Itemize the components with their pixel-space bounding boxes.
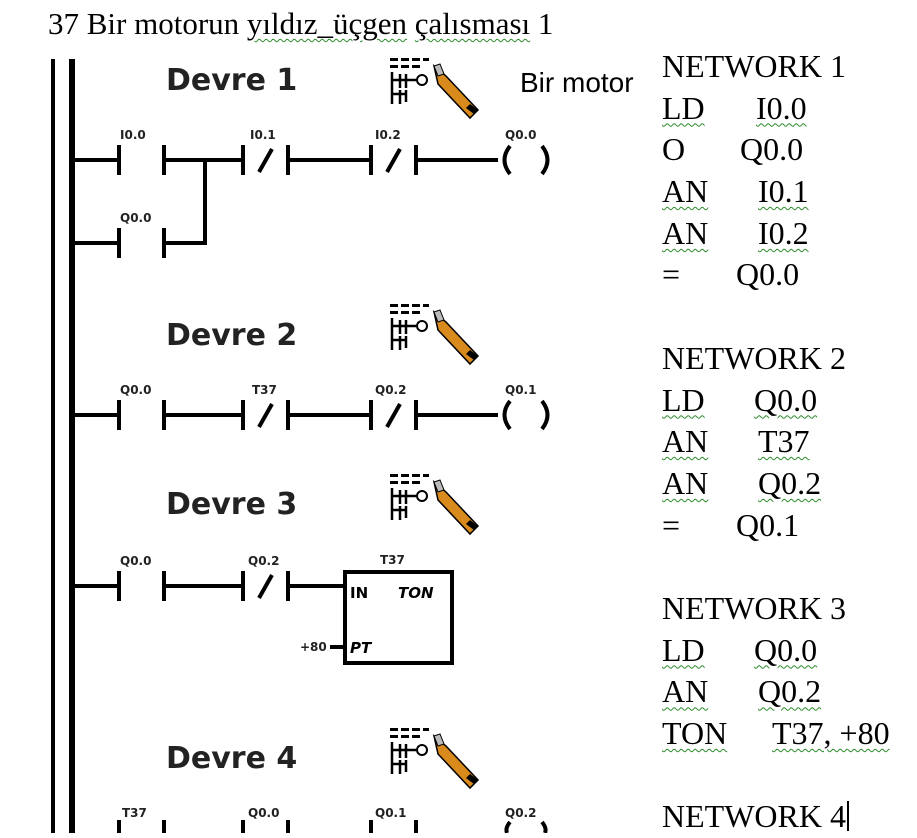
n2-contact-T37-nc (241, 400, 290, 430)
title-tail: 1 (530, 6, 554, 41)
stl-line: LD Q0.0 (662, 630, 917, 672)
network-1-label: Devre 1 (166, 63, 297, 98)
timer-in-label: IN (350, 584, 368, 602)
n1-contact-I0.0 (117, 145, 166, 175)
stl-operand: Q0.0 (754, 631, 818, 668)
stl-op: LD (662, 381, 705, 418)
edit-network-2-icon[interactable] (390, 304, 480, 366)
stl-network-1-header: NETWORK 1 (662, 48, 846, 84)
stl-op: AN (662, 423, 709, 460)
title-word-star-delta: yıldız_üçgen (246, 6, 408, 41)
stl-op: AN (662, 673, 709, 710)
n2-contact-Q0.2-nc (369, 400, 418, 430)
title-text: Bir motorun (86, 6, 247, 41)
stl-line: AN Q0.2 (662, 671, 917, 713)
network-2-label: Devre 2 (166, 318, 297, 353)
stl-operand: Q0.1 (736, 506, 800, 543)
n2-contact-Q0.0 (117, 400, 166, 430)
stl-spacer (662, 755, 917, 797)
n1-contact-I0.1-nc (241, 145, 290, 175)
timer-preset-value: +80 (300, 640, 327, 654)
stl-network-4-header-row[interactable]: NETWORK 4 (662, 796, 917, 838)
stl-op: = (662, 256, 681, 293)
n1-branch-contact-Q0.0 (117, 228, 166, 258)
stl-op: LD (662, 631, 705, 668)
stl-operand: I0.0 (756, 89, 807, 126)
n3-contact-2-address: Q0.2 (248, 554, 279, 568)
stl-line: AN Q0.2 (662, 463, 917, 505)
n3-contact-Q0.2-nc (241, 571, 290, 601)
edit-network-4-icon[interactable] (390, 728, 480, 790)
stl-line: LD Q0.0 (662, 380, 917, 422)
stl-line: TON T37, +80 (662, 713, 917, 755)
n4-contact-3-address: Q0.1 (375, 806, 406, 820)
power-rail-outer (51, 59, 55, 833)
stl-op: AN (662, 464, 709, 501)
n1-contact-I0.2-nc (369, 145, 418, 175)
stl-operand: Q0.2 (758, 673, 822, 710)
title-word-operation: çalısması (414, 6, 531, 41)
network-4-label: Devre 4 (166, 741, 297, 776)
n3-timer-address: T37 (380, 553, 405, 567)
stl-network-4-header: NETWORK 4 (662, 798, 846, 835)
edit-network-1-icon[interactable] (390, 58, 480, 120)
timer-type-label: TON (398, 584, 434, 602)
stl-operand: Q0.0 (740, 131, 804, 168)
stl-spacer (662, 296, 917, 338)
n4-contact-2-address: Q0.0 (248, 806, 279, 820)
stl-op: TON (662, 715, 728, 751)
n1-coil-Q0.0 (502, 144, 550, 176)
n2-contact-3-address: Q0.2 (375, 383, 406, 397)
n1-coil-address: Q0.0 (505, 128, 536, 142)
edit-network-3-icon[interactable] (390, 474, 480, 536)
stl-line: = Q0.1 (662, 505, 917, 547)
stl-spacer (662, 546, 917, 588)
stl-operand: I0.2 (758, 214, 809, 251)
n4-coil-address: Q0.2 (505, 806, 536, 820)
stl-listing: NETWORK 1 LD I0.0 O Q0.0 AN I0.1 AN I0.2 = Q0… (662, 46, 917, 838)
network-4-partial (117, 820, 548, 833)
stl-line: O Q0.0 (662, 129, 917, 171)
stl-network-2-header: NETWORK 2 (662, 339, 846, 376)
n3-timer-box: IN TON PT (343, 570, 454, 665)
n1-contact-3-address: I0.2 (375, 128, 401, 142)
stl-op: LD (662, 89, 705, 126)
power-rail-inner (69, 59, 75, 833)
stl-operand: T37 (758, 423, 810, 460)
n2-contact-1-address: Q0.0 (120, 383, 151, 397)
title-number: 37 (48, 6, 79, 41)
timer-pt-label: PT (350, 639, 373, 657)
text-cursor (846, 801, 849, 832)
stl-op: O (662, 131, 686, 168)
stl-operand: I0.1 (758, 173, 809, 210)
stl-operand: Q0.2 (758, 464, 822, 501)
n2-coil-Q0.1 (502, 399, 550, 431)
n1-contact-2-address: I0.1 (250, 128, 276, 142)
stl-line: AN T37 (662, 421, 917, 463)
stl-operand: T37, +80 (772, 715, 890, 751)
stl-op: AN (662, 214, 709, 251)
n2-contact-2-address: T37 (252, 383, 277, 397)
network-1-comment: Bir motor (520, 67, 634, 98)
stl-line: AN I0.1 (662, 171, 917, 213)
stl-line: = Q0.0 (662, 254, 917, 296)
n1-branch-address: Q0.0 (120, 211, 151, 225)
page-title: 37 Bir motorun yıldız_üçgen çalısması 1 (48, 4, 553, 44)
n3-contact-1-address: Q0.0 (120, 554, 151, 568)
stl-line: LD I0.0 (662, 88, 917, 130)
stl-operand: Q0.0 (754, 381, 818, 418)
network-1-wires (75, 158, 498, 245)
stl-op: AN (662, 173, 709, 210)
network-3-wires (75, 584, 345, 649)
stl-op: = (662, 506, 681, 543)
stl-line: AN I0.2 (662, 213, 917, 255)
n4-contact-1-address: T37 (122, 806, 147, 820)
network-3-label: Devre 3 (166, 487, 297, 522)
n1-contact-1-address: I0.0 (120, 128, 146, 142)
stl-operand: Q0.0 (736, 256, 800, 293)
stl-network-3-header: NETWORK 3 (662, 589, 846, 626)
n2-coil-address: Q0.1 (505, 383, 536, 397)
n3-contact-Q0.0 (117, 571, 166, 601)
